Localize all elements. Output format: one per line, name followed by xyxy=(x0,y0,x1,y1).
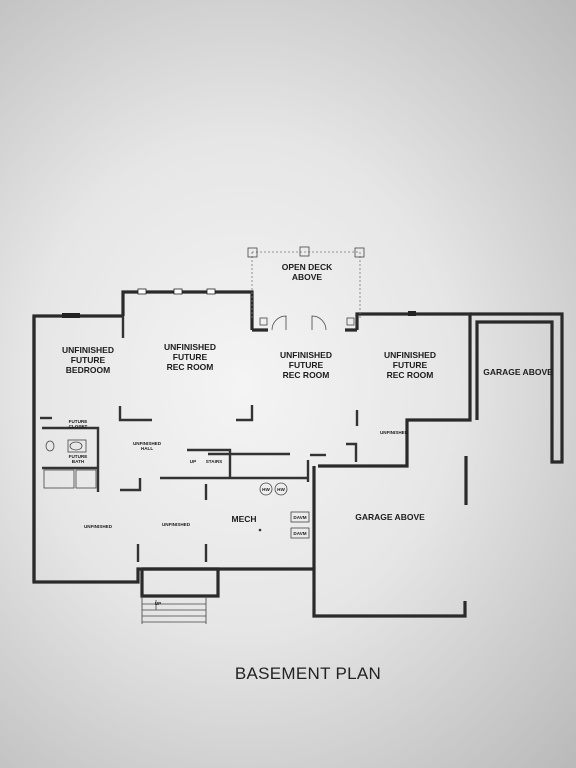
bath-label-1: FUTURE xyxy=(69,454,88,459)
unfinished-right-label: UNFINISHED xyxy=(380,430,409,435)
rec-left-label-2: FUTURE xyxy=(173,352,208,362)
up-bottom-label: UP xyxy=(155,601,161,606)
garage-top-label: GARAGE ABOVE xyxy=(483,367,553,377)
vanity xyxy=(75,469,97,489)
toilet xyxy=(45,440,55,452)
stairs-label: STAIRS xyxy=(206,459,223,464)
closet-label-2: CLOSET xyxy=(69,424,88,429)
deck-post-3 xyxy=(354,247,365,258)
bedroom-label-2: FUTURE xyxy=(71,355,106,365)
rec-right-label-3: REC ROOM xyxy=(387,370,434,380)
hw-label-2: HW xyxy=(277,487,285,492)
window-bedroom xyxy=(62,313,80,318)
small-labels: FUTURE CLOSET FUTURE BATH UNFINISHED HAL… xyxy=(69,419,409,606)
rec-left-label-1: UNFINISHED xyxy=(164,342,216,352)
unfinished-left-label: UNFINISHED xyxy=(84,524,113,529)
rec-center-label-3: REC ROOM xyxy=(283,370,330,380)
window-rec-left-2 xyxy=(173,288,183,295)
davm-label-2: DAVM xyxy=(293,531,306,536)
plan-title: BASEMENT PLAN xyxy=(235,664,381,683)
bedroom-label-3: BEDROOM xyxy=(66,365,110,375)
windows xyxy=(62,288,416,318)
exterior-wall-rec-right xyxy=(318,312,472,468)
bathtub xyxy=(43,469,75,489)
davm-unit-2 xyxy=(290,527,310,539)
rec-left-label-3: REC ROOM xyxy=(167,362,214,372)
davm-unit-1 xyxy=(290,511,310,523)
mech-label: MECH xyxy=(231,514,256,524)
bedroom-label-1: UNFINISHED xyxy=(62,345,114,355)
water-heater-1 xyxy=(259,482,273,496)
window-rec-left-3 xyxy=(206,288,216,295)
mechanical-equipment xyxy=(258,482,310,539)
hall-label-1: UNFINISHED xyxy=(133,441,162,446)
sink xyxy=(69,441,83,451)
door-swing-left xyxy=(271,315,287,331)
rec-center-label-1: UNFINISHED xyxy=(280,350,332,360)
deck-outline xyxy=(247,246,365,331)
bath-fixtures xyxy=(43,439,97,489)
deck-label-line1: OPEN DECK xyxy=(282,262,333,272)
rec-right-label-1: UNFINISHED xyxy=(384,350,436,360)
water-heater-2 xyxy=(274,482,288,496)
deck-post-1 xyxy=(247,247,258,258)
garage-bottom-label: GARAGE ABOVE xyxy=(355,512,425,522)
exterior-walls xyxy=(32,290,564,618)
closet-label-1: FUTURE xyxy=(69,419,88,424)
interior-walls xyxy=(40,316,359,562)
davm-label-1: DAVM xyxy=(293,515,306,520)
room-labels: OPEN DECK ABOVE UNFINISHED FUTURE BEDROO… xyxy=(62,262,553,524)
unfinished-mid-label: UNFINISHED xyxy=(162,522,191,527)
window-rec-right xyxy=(408,311,416,316)
rec-center-label-2: FUTURE xyxy=(289,360,324,370)
up-label: UP xyxy=(190,459,196,464)
hall-label-2: HALL xyxy=(141,446,153,451)
bath-counter xyxy=(67,439,87,453)
deck-post-2 xyxy=(299,246,310,257)
window-rec-left-1 xyxy=(137,288,147,295)
exterior-wall-garage-top xyxy=(470,312,564,464)
deck-label-line2: ABOVE xyxy=(292,272,323,282)
rec-right-label-2: FUTURE xyxy=(393,360,428,370)
exterior-wall-rec-left-top xyxy=(121,290,254,330)
door-swing-right xyxy=(311,315,327,331)
bath-label-2: BATH xyxy=(72,459,85,464)
exterior-wall-bottom xyxy=(142,567,467,618)
exterior-stairs xyxy=(141,596,207,624)
hw-label-1: HW xyxy=(262,487,270,492)
